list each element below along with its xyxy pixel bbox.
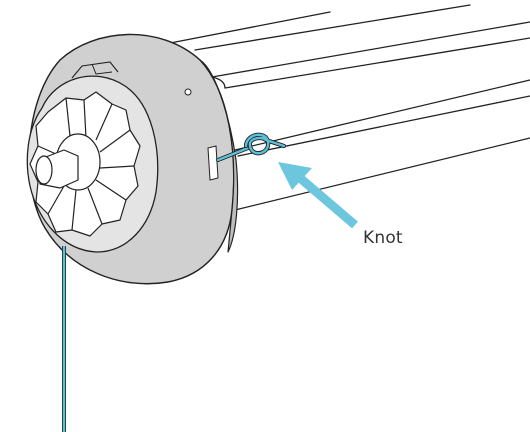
- knot-icon: [243, 132, 287, 156]
- roller-tube: [159, 4, 530, 211]
- knot-label: Knot: [363, 228, 403, 248]
- arrow-pointing-up-left-icon: [278, 162, 358, 229]
- cord-to-knot: [216, 146, 250, 162]
- hub: [29, 91, 141, 237]
